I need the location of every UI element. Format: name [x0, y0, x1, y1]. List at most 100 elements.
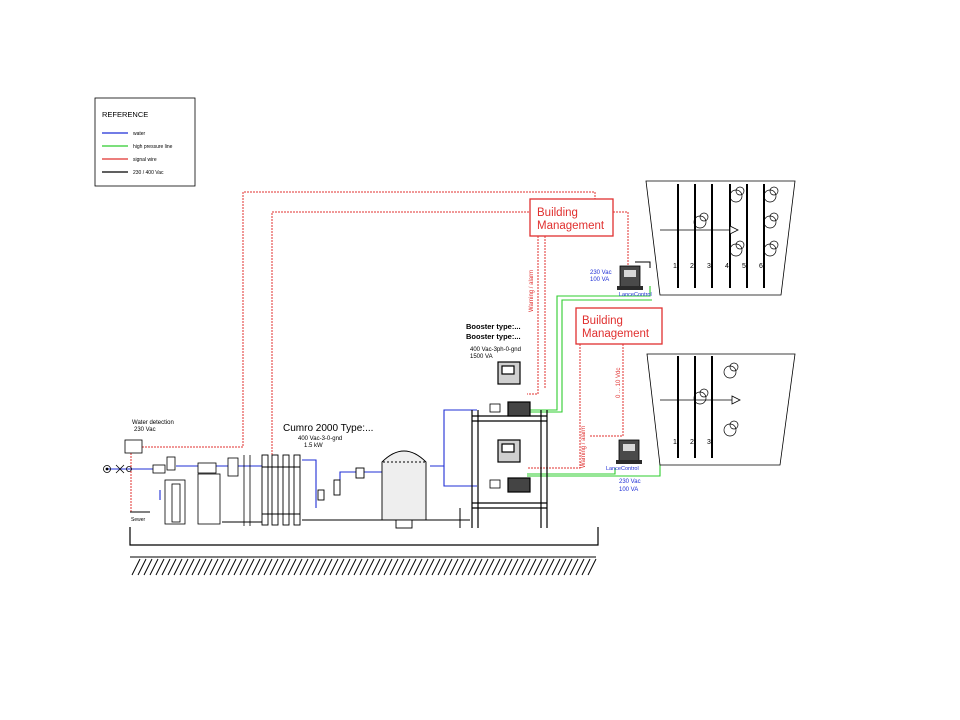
- ground-hatch-line: [533, 558, 543, 576]
- lance-number: 5: [742, 263, 746, 270]
- power-pipes: [130, 261, 651, 528]
- cumro-power-1: 400 Vac-3-0-gnd: [298, 436, 342, 442]
- storage-tank: [381, 450, 427, 529]
- ground-hatch-line: [221, 558, 231, 576]
- ground-hatch-line: [521, 558, 531, 576]
- lance-number: 2: [690, 439, 694, 446]
- ground-hatch-line: [563, 558, 573, 576]
- water-detection-label: Water detection: [132, 420, 174, 426]
- ground-hatch-line: [263, 558, 273, 576]
- ground-hatch-line: [161, 558, 171, 576]
- ground-hatch-line: [257, 558, 267, 576]
- lc2-name: LanceControl: [606, 466, 639, 472]
- ground-hatch-line: [179, 558, 189, 576]
- ground-hatch-line: [329, 558, 339, 576]
- ground-hatch-line: [305, 558, 315, 576]
- lc1-voltage: 230 Vac: [590, 270, 612, 276]
- legend: REFERENCE water high pressure line signa…: [94, 97, 196, 187]
- bm1-line1: Building: [537, 207, 578, 219]
- ground-hatch-line: [413, 558, 423, 576]
- warning-alarm-1: Warning / alarm: [529, 270, 535, 312]
- nozzle-icon: [699, 388, 709, 398]
- ground-hatch-line: [245, 558, 255, 576]
- ground-hatch-line: [539, 558, 549, 576]
- ground-hatch-line: [359, 558, 369, 576]
- ground-hatch-line: [287, 558, 297, 576]
- ground-hatch-line: [209, 558, 219, 576]
- zone-2: 1 2 3: [646, 353, 796, 466]
- water-detection-voltage: 230 Vac: [134, 427, 156, 433]
- legend-hp-label: high pressure line: [133, 144, 173, 150]
- ground-hatch-line: [137, 558, 147, 576]
- signal-wires: [130, 191, 629, 512]
- ground-hatch-line: [401, 558, 411, 576]
- nozzle-icon: [729, 420, 739, 430]
- ground-hatch-line: [335, 558, 345, 576]
- ground-hatch-line: [581, 558, 591, 576]
- ground-hatch-line: [587, 558, 597, 576]
- bm1-line2: Management: [537, 220, 605, 232]
- lance-number: 1: [673, 263, 677, 270]
- ground-hatch-line: [557, 558, 567, 576]
- ground-hatch-line: [509, 558, 519, 576]
- ground-hatch-line: [455, 558, 465, 576]
- ground-hatch-line: [377, 558, 387, 576]
- lance-number: 3: [707, 263, 711, 270]
- lance-number: 1: [673, 439, 677, 446]
- ground-hatch-line: [155, 558, 165, 576]
- ground-hatch-line: [275, 558, 285, 576]
- lc2-power: 100 VA: [619, 487, 638, 493]
- ground-hatch-line: [143, 558, 153, 576]
- building-management-2: Building Management: [575, 307, 663, 345]
- ground-hatch-line: [497, 558, 507, 576]
- ground-hatch-line: [473, 558, 483, 576]
- pre-treatment: [152, 455, 251, 526]
- ground-hatch-line: [407, 558, 417, 576]
- ground-hatch-line: [437, 558, 447, 576]
- booster-2-motor: [507, 477, 531, 493]
- legend-box: [94, 97, 196, 187]
- ground-hatch-line: [251, 558, 261, 576]
- ground-hatch-line: [203, 558, 213, 576]
- lance-control-1: 230 Vac 100 VA LanceControl: [590, 265, 652, 298]
- nozzle-icon: [735, 240, 745, 250]
- ground-hatch-line: [281, 558, 291, 576]
- legend-title: REFERENCE: [102, 110, 148, 119]
- ground-hatch-line: [239, 558, 249, 576]
- ground-hatch-line: [323, 558, 333, 576]
- lc1-power: 100 VA: [590, 277, 609, 283]
- ground-hatch-line: [431, 558, 441, 576]
- cumro-unit: Cumro 2000 Type:... 400 Vac-3-0-gnd 1.5 …: [261, 423, 373, 526]
- booster-type-1: Booster type:...: [466, 322, 521, 331]
- ground-hatch-line: [371, 558, 381, 576]
- ground-hatch-line: [461, 558, 471, 576]
- ground-hatch-line: [545, 558, 555, 576]
- ground-hatch-line: [197, 558, 207, 576]
- ground-hatch-line: [215, 558, 225, 576]
- nozzle-icon: [769, 240, 779, 250]
- lance-number: 3: [707, 439, 711, 446]
- ground-hatch-line: [551, 558, 561, 576]
- water-lines: [107, 409, 477, 508]
- ground-hatch-line: [341, 558, 351, 576]
- ground-hatch-line: [575, 558, 585, 576]
- ground-hatch-line: [311, 558, 321, 576]
- ground-hatch-line: [395, 558, 405, 576]
- inlet-valve: [103, 464, 132, 474]
- nozzle-icon: [769, 186, 779, 196]
- booster-type-2: Booster type:...: [466, 332, 521, 341]
- bm2-line2: Management: [582, 328, 650, 340]
- nozzle-icon: [735, 186, 745, 196]
- ground-hatch-line: [233, 558, 243, 576]
- sewer-label: Sewer: [131, 517, 146, 523]
- legend-water-label: water: [133, 131, 146, 137]
- ground-hatch-line: [353, 558, 363, 576]
- ground: [129, 527, 599, 576]
- nozzle-icon: [769, 212, 779, 222]
- nozzle-icon: [729, 362, 739, 372]
- ground-hatch-line: [149, 558, 159, 576]
- lance-number: 2: [690, 263, 694, 270]
- ground-hatch-line: [503, 558, 513, 576]
